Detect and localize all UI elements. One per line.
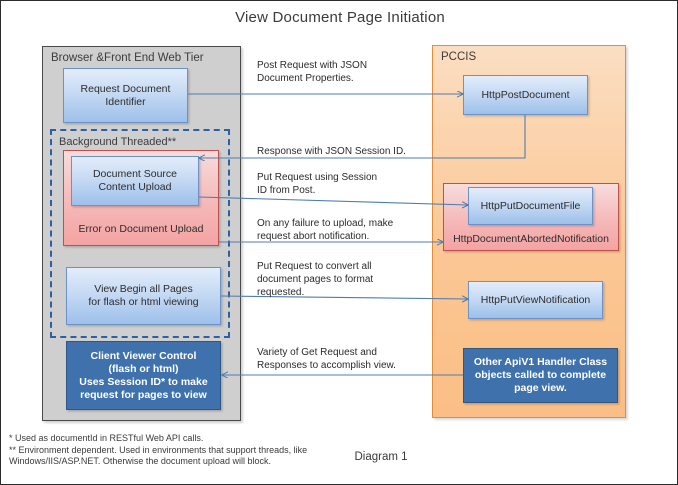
footnotes: * Used as documentId in RESTful Web API … — [9, 433, 308, 466]
node-http-put-view-notification-label: HttpPutViewNotification — [480, 293, 591, 306]
page-title: View Document Page Initiation — [235, 9, 445, 26]
node-http-post-document-label: HttpPostDocument — [481, 88, 570, 101]
pccis-panel-title: PCCIS — [441, 51, 477, 63]
node-client-viewer-control-label: Client Viewer Control(flash or html)Uses… — [79, 349, 208, 401]
node-http-put-document-file-label: HttpPutDocumentFile — [480, 199, 581, 212]
node-http-post-document[interactable]: HttpPostDocument — [463, 75, 588, 115]
node-http-document-aborted-notification-label: HttpDocumentAbortedNotification — [453, 233, 609, 245]
background-threaded-group-title: Background Threaded** — [59, 136, 177, 148]
node-error-on-document-upload-label: Error on Document Upload — [78, 223, 204, 235]
connector-label-response: Response with JSON Session ID. — [257, 146, 406, 157]
node-http-put-view-notification[interactable]: HttpPutViewNotification — [468, 281, 603, 319]
node-client-viewer-control[interactable]: Client Viewer Control(flash or html)Uses… — [66, 341, 221, 410]
background-threaded-group: Background Threaded** — [50, 129, 230, 338]
node-http-put-document-file[interactable]: HttpPutDocumentFile — [468, 187, 593, 225]
diagram-caption: Diagram 1 — [354, 451, 408, 463]
client-tier-panel-title: Browser &Front End Web Tier — [51, 52, 204, 64]
